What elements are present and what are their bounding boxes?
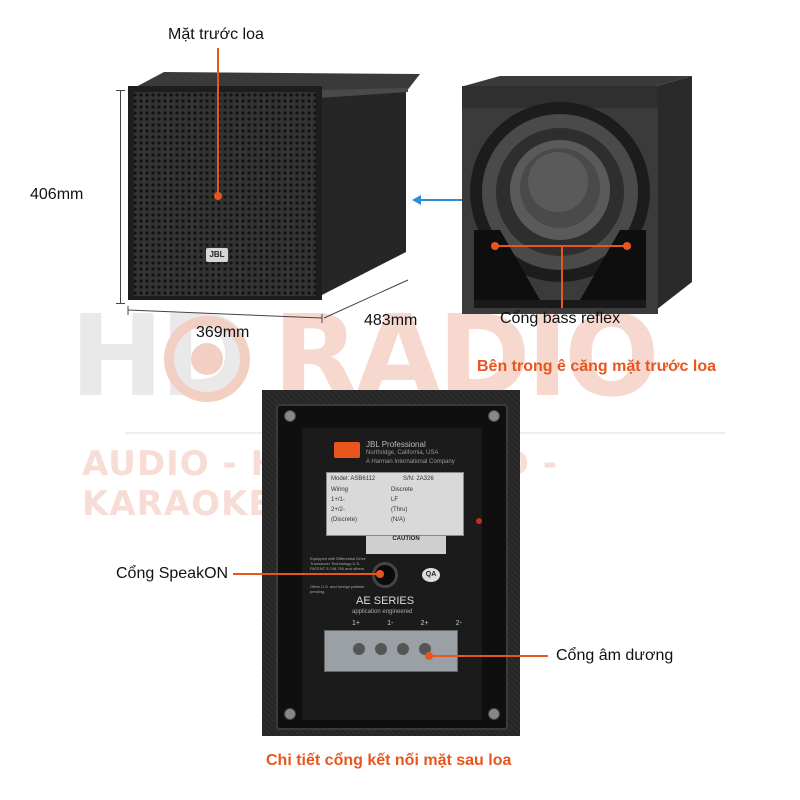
screw-icon bbox=[284, 410, 296, 422]
panel-jbl-logo-icon bbox=[334, 442, 360, 458]
front-face-label: Mặt trước loa bbox=[168, 26, 264, 43]
screw-icon bbox=[488, 708, 500, 720]
inside-front-label: Bên trong ê căng mặt trước loa bbox=[477, 358, 716, 375]
binding-posts-label: Cổng âm dương bbox=[556, 647, 674, 664]
binding-post-icon bbox=[375, 643, 387, 655]
width-label: 369mm bbox=[196, 324, 250, 341]
screw-icon bbox=[488, 410, 500, 422]
screw-icon bbox=[284, 708, 296, 720]
open-speaker-photo bbox=[462, 76, 692, 314]
jbl-logo-icon: JBL bbox=[206, 248, 228, 262]
rear-panel-photo: JBL Professional Northridge, California,… bbox=[262, 390, 520, 736]
panel-harman: A Harman International Company bbox=[366, 459, 455, 465]
binding-post-strip bbox=[324, 630, 458, 672]
spec-row: 2+/2-(Thru) bbox=[331, 507, 408, 513]
qa-sticker: QA bbox=[422, 568, 440, 582]
height-tick-top bbox=[116, 90, 125, 91]
small-print-2: Other U.S. and foreign patents pending. bbox=[310, 584, 365, 594]
panel-brand: JBL Professional bbox=[366, 440, 426, 449]
speakon-pointer-dot bbox=[376, 570, 384, 578]
series-label: AE SERIES bbox=[356, 595, 415, 607]
binding-post-icon bbox=[397, 643, 409, 655]
spec-row: 1+/1-LF bbox=[331, 497, 399, 503]
model-label: Model: ASB6112 bbox=[331, 476, 376, 482]
binding-posts-pointer-dot bbox=[425, 652, 433, 660]
bass-port-dot-right bbox=[623, 242, 631, 250]
binding-post-icon bbox=[353, 643, 365, 655]
indicator-dot bbox=[476, 518, 482, 524]
front-speaker-photo bbox=[128, 72, 420, 300]
caution-label: CAUTION bbox=[366, 536, 446, 554]
series-sub: application engineered bbox=[352, 609, 413, 615]
watermark-circle-icon bbox=[164, 316, 250, 402]
speakon-label: Cổng SpeakON bbox=[116, 565, 229, 582]
depth-dimension-line bbox=[323, 279, 409, 319]
bass-port-pointer-vertical bbox=[561, 246, 563, 308]
speakon-pointer bbox=[233, 573, 379, 575]
small-print-1: Equipped with Differential Drive Transdu… bbox=[310, 556, 366, 571]
serial-label: S/N: 2A326 bbox=[403, 476, 434, 482]
height-label: 406mm bbox=[30, 186, 84, 203]
rear-caption: Chi tiết cổng kết nối mặt sau loa bbox=[266, 752, 512, 769]
front-face-pointer bbox=[217, 48, 219, 196]
height-tick-bottom bbox=[116, 303, 125, 304]
spec-row: (Discrete)(N/A) bbox=[331, 517, 405, 523]
panel-address: Northridge, California, USA bbox=[366, 450, 439, 456]
terminal-labels: 1+ 1- 2+ 2- bbox=[352, 620, 462, 627]
bass-port-label: Cổng bass reflex bbox=[500, 310, 621, 327]
width-dimension-line bbox=[127, 306, 323, 323]
height-dimension-line bbox=[120, 90, 121, 304]
bass-port-dot-left bbox=[491, 242, 499, 250]
front-face-pointer-dot bbox=[214, 192, 222, 200]
binding-posts-pointer bbox=[430, 655, 548, 657]
depth-label: 483mm bbox=[364, 312, 418, 329]
